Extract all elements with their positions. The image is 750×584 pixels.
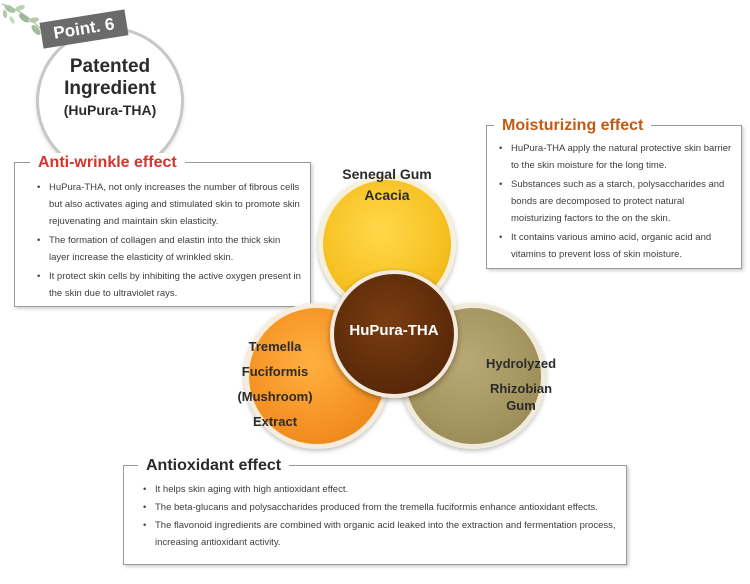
center-label: HuPura-THA <box>349 321 439 339</box>
antioxidant-title: Antioxidant effect <box>138 456 290 476</box>
point-badge-circle <box>36 27 184 175</box>
tremella-label-line4: Extract <box>252 414 298 429</box>
list-item: The formation of collagen and elastin in… <box>37 232 303 266</box>
anti-wrinkle-title: Anti-wrinkle effect <box>30 153 185 173</box>
point-title-line2: Ingredient <box>64 78 156 99</box>
moisturizing-list: HuPura-THA apply the natural protective … <box>499 140 735 265</box>
hupura-tha-center-circle: HuPura-THA <box>330 270 458 398</box>
point-title-line1: Patented <box>69 56 151 77</box>
list-item: It contains various amino acid, organic … <box>499 229 735 263</box>
point-title: Patented Ingredient (HuPura-THA) <box>36 56 184 120</box>
list-item: The beta-glucans and polysaccharides pro… <box>143 499 621 516</box>
list-item: The flavonoid ingredients are combined w… <box>143 517 621 551</box>
moisturizing-box: HuPura-THA apply the natural protective … <box>486 125 742 269</box>
hydro-label-line2: Rhizobian Gum <box>489 380 553 413</box>
list-item: It helps skin aging with high antioxidan… <box>143 481 621 498</box>
list-item: HuPura-THA, not only increases the numbe… <box>37 179 303 230</box>
tremella-label-line1: Tremella <box>248 339 302 354</box>
list-item: Substances such as a starch, polysacchar… <box>499 176 735 227</box>
tremella-label-line2: Fuciformis <box>241 364 309 379</box>
tremella-label-line3: (Mushroom) <box>237 389 313 404</box>
list-item: HuPura-THA apply the natural protective … <box>499 140 735 174</box>
hydro-label-line1: Hydrolyzed <box>485 355 557 371</box>
acacia-label-line1: Acacia <box>364 187 410 203</box>
acacia-label-line2: Senegal Gum <box>342 166 432 182</box>
point-title-line3: (HuPura-THA) <box>63 102 157 118</box>
list-item: It protect skin cells by inhibiting the … <box>37 268 303 302</box>
anti-wrinkle-box: HuPura-THA, not only increases the numbe… <box>14 162 311 307</box>
anti-wrinkle-list: HuPura-THA, not only increases the numbe… <box>37 179 303 304</box>
antioxidant-box: It helps skin aging with high antioxidan… <box>123 465 627 565</box>
moisturizing-title: Moisturizing effect <box>494 116 652 136</box>
antioxidant-list: It helps skin aging with high antioxidan… <box>143 481 621 552</box>
